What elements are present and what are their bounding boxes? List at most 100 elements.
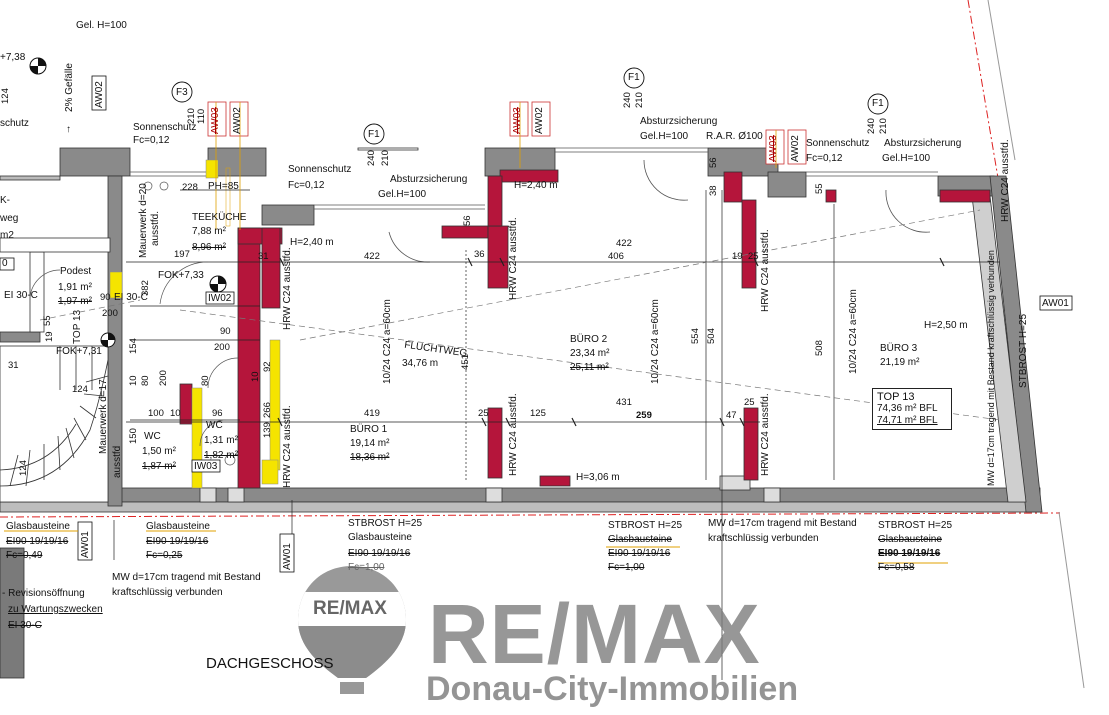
ausstfd-label-b: ausstfd xyxy=(112,445,123,478)
agency-name: Donau-City-Immobilien xyxy=(426,670,799,708)
ei90-c: EI90 19/19/16 xyxy=(348,548,411,559)
mw-note-4: kraftschlüssig verbunden xyxy=(708,533,819,544)
tag-f1-b: F1 xyxy=(628,72,640,83)
rar-label: R.A.R. Ø100 xyxy=(706,131,763,142)
schutz-label: schutz xyxy=(0,118,29,129)
area-teekueche: 7,88 m² xyxy=(192,226,226,237)
dim-406: 406 xyxy=(608,251,624,262)
dim-200-c: 200 xyxy=(158,370,169,386)
dim-90-b: 90 xyxy=(220,326,231,337)
glas-a: Glasbausteine xyxy=(6,521,70,532)
hrw-mid-top: HRW C24 ausstfd. xyxy=(508,217,519,300)
dim-210-c: 210 xyxy=(634,92,645,108)
dim-96: 96 xyxy=(212,408,223,419)
dim-92: 92 xyxy=(262,361,273,372)
room-podest: Podest xyxy=(60,266,92,277)
stbrost-vertical: STBROST H=25 xyxy=(1018,313,1029,388)
remax-balloon-icon xyxy=(298,566,406,694)
rafter-a: 10/24 C24 a=60cm xyxy=(382,299,393,384)
plan-title: DACHGESCHOSS xyxy=(206,655,334,672)
dim-422-b: 422 xyxy=(616,238,632,249)
gel-a: Gel.H=100 xyxy=(378,189,427,200)
unit-name: TOP 13 xyxy=(877,391,915,403)
tag-aw02-d: AW02 xyxy=(790,135,801,162)
arrow-up: ↑ xyxy=(66,124,71,135)
glas-c: Glasbausteine xyxy=(348,532,412,543)
hrw-mid-bot: HRW C24 ausstfd. xyxy=(508,393,519,476)
dim-19-a: 19 xyxy=(732,251,743,262)
frag-m2: m2 xyxy=(0,230,14,241)
sonnenschutz-c: Sonnenschutz xyxy=(806,138,870,149)
ausstfd-label-a: ausstfd. xyxy=(150,210,161,246)
unit-area-1: 74,36 m² BFL xyxy=(877,403,938,414)
tag-iw02: IW02 xyxy=(208,293,232,304)
area-old-wc2: 1,82 m² xyxy=(204,450,238,461)
ei30c-b: EI 30-C xyxy=(114,292,148,303)
area-buero1: 19,14 m² xyxy=(350,438,390,449)
room-buero1: BÜRO 1 xyxy=(350,424,388,435)
dim-554: 554 xyxy=(690,328,701,344)
dim-504: 504 xyxy=(706,328,717,344)
dimension-ticks xyxy=(277,257,945,427)
gel-label: Gel. H=100 xyxy=(76,20,127,31)
dim-124-a: 124 xyxy=(72,384,88,395)
stbrost-b: STBROST H=25 xyxy=(608,520,683,531)
dim-240-b: 240 xyxy=(622,92,633,108)
dim-125: 125 xyxy=(530,408,546,419)
tag-aw01-right: AW01 xyxy=(1042,298,1069,309)
dim-31-b: 31 xyxy=(8,360,19,371)
dim-10-b: 10 xyxy=(250,371,261,382)
mw-vertical: MW d=17cm tragend mit Bestand kraftschlü… xyxy=(986,250,996,486)
neighbour-line xyxy=(1058,511,1085,689)
revision-1: - Revisionsöffnung xyxy=(2,588,85,599)
height-240-a: H=2,40 m xyxy=(290,237,334,248)
area-wc1: 1,50 m² xyxy=(142,446,176,457)
dim-90-a: 90 xyxy=(100,292,111,303)
hrw-right-bot: HRW C24 ausstfd. xyxy=(760,393,771,476)
area-old-teekueche: 8,96 m² xyxy=(192,242,226,253)
stbrost-a: STBROST H=25 xyxy=(348,518,423,529)
dim-55: 55 xyxy=(42,315,53,326)
area-old-wc1: 1,87 m² xyxy=(142,461,176,472)
tag-aw01-a: AW01 xyxy=(80,531,91,558)
dim-124-b: 124 xyxy=(18,460,29,476)
area-podest: 1,91 m² xyxy=(58,282,92,293)
frag-0: 0 xyxy=(2,258,8,269)
area-buero2: 23,34 m² xyxy=(570,348,610,359)
gefaelle-label: 2% Gefälle xyxy=(64,63,75,112)
absturz-c: Absturzsicherung xyxy=(884,138,962,149)
mw-note-3: MW d=17cm tragend mit Bestand xyxy=(708,518,857,529)
dim-197: 197 xyxy=(174,249,190,260)
property-line-right xyxy=(967,0,999,179)
ei90-b: EI90 19/19/16 xyxy=(146,536,209,547)
dim-56-b: 56 xyxy=(708,157,719,168)
mw-note-2: kraftschlüssig verbunden xyxy=(112,587,223,598)
dim-56-a: 56 xyxy=(462,215,473,226)
room-teekueche: TEEKÜCHE xyxy=(192,212,247,223)
sonnenschutz-b: Sonnenschutz xyxy=(288,164,352,175)
area-old-buero2: 25,11 m² xyxy=(570,362,609,373)
fc058: Fc=0,58 xyxy=(878,562,915,573)
tag-aw03-a: AW03 xyxy=(210,107,221,134)
dim-210-b: 210 xyxy=(380,150,391,166)
fc100-b: Fc=1,00 xyxy=(608,562,645,573)
label-underlines xyxy=(4,530,948,564)
rafter-b: 10/24 C24 a=60cm xyxy=(650,299,661,384)
fc-b: Fc=0,12 xyxy=(288,180,325,191)
hrw-right-top: HRW C24 ausstfd. xyxy=(760,229,771,312)
dim-419: 419 xyxy=(364,408,380,419)
rafter-c: 10/24 C24 a=60cm xyxy=(848,289,859,374)
dim-200-a: 200 xyxy=(102,308,118,319)
level-label-top: +7,38 xyxy=(0,52,26,63)
stbrost-c: STBROST H=25 xyxy=(878,520,953,531)
ph-label: PH=85 xyxy=(208,181,239,192)
frag-weg: weg xyxy=(0,213,19,224)
dim-80-a: 80 xyxy=(140,375,151,386)
dim-228: 228 xyxy=(182,182,198,193)
fok-731: FOK+7,31 xyxy=(56,346,102,357)
top13-frag: TOP 13 xyxy=(72,309,83,344)
dim-259: 259 xyxy=(636,410,652,421)
mw-note-1: MW d=17cm tragend mit Bestand xyxy=(112,572,261,583)
dim-25-b: 25 xyxy=(478,408,489,419)
